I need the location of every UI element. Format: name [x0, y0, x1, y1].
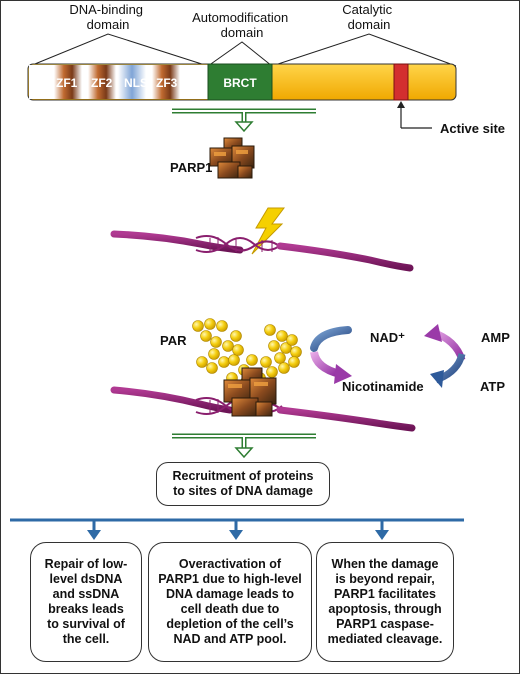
- parp1-protein-icon: [209, 137, 255, 179]
- brct-segment: [207, 63, 273, 101]
- active-site-arrowhead: [397, 101, 405, 108]
- green-arrow-2: [172, 433, 316, 459]
- dna-binding-line1: DNA-binding: [69, 2, 143, 17]
- automod-line2: domain: [221, 25, 264, 40]
- dna-strand-1: [110, 230, 414, 272]
- recruitment-text: Recruitment of proteins to sites of DNA …: [172, 469, 314, 498]
- parp1-label: PARP1: [170, 160, 212, 175]
- par-polymer: [192, 318, 302, 388]
- brct-label: BRCT: [223, 76, 257, 90]
- green-arrow-1: [172, 108, 316, 133]
- amp-label: AMP: [481, 330, 510, 345]
- zf1-segment: [54, 65, 82, 99]
- outcome-distribution-arrows: [10, 518, 464, 540]
- active-site-label: Active site: [440, 121, 505, 136]
- automodification-domain-label: Automodification domain: [192, 10, 292, 40]
- dna-binding-bracket: [29, 33, 209, 67]
- nad-label: NAD⁺: [370, 330, 405, 345]
- atp-cycle-icon: [424, 324, 466, 388]
- outcome-apoptosis-text: When the damage is beyond repair, PARP1 …: [327, 557, 443, 646]
- zf3-segment: [152, 65, 180, 99]
- nad-cycle-icon: [310, 326, 352, 384]
- catalytic-bracket: [271, 33, 457, 67]
- automod-bracket: [207, 41, 273, 67]
- zf2-segment: [88, 65, 116, 99]
- dna-binding-line2: domain: [87, 17, 130, 32]
- zf2-label: ZF2: [91, 76, 113, 90]
- nls-segment: [118, 65, 146, 99]
- recruitment-box: Recruitment of proteins to sites of DNA …: [156, 462, 330, 506]
- zf1-label: ZF1: [56, 76, 78, 90]
- catalytic-line2: domain: [348, 17, 391, 32]
- atp-label: ATP: [480, 379, 505, 394]
- automod-line1: Automodification: [192, 10, 288, 25]
- active-site-segment: [393, 63, 409, 101]
- catalytic-domain-label: Catalytic domain: [342, 2, 395, 32]
- dna-binding-domain-label: DNA-binding domain: [69, 2, 146, 32]
- bound-parp1-protein-icon: [223, 367, 277, 417]
- outcome-repair-text: Repair of low- level dsDNA and ssDNA bre…: [44, 557, 128, 646]
- nls-label: NLS: [124, 76, 148, 90]
- outcome-cell-death-text: Overactivation of PARP1 due to high-leve…: [158, 557, 302, 646]
- par-label: PAR: [160, 333, 187, 348]
- outcome-apoptosis-box: When the damage is beyond repair, PARP1 …: [316, 542, 454, 662]
- nicotinamide-label: Nicotinamide: [342, 379, 424, 394]
- outcome-repair-box: Repair of low- level dsDNA and ssDNA bre…: [30, 542, 142, 662]
- outcome-cell-death-box: Overactivation of PARP1 due to high-leve…: [148, 542, 312, 662]
- zf3-label: ZF3: [156, 76, 178, 90]
- catalytic-line1: Catalytic: [342, 2, 392, 17]
